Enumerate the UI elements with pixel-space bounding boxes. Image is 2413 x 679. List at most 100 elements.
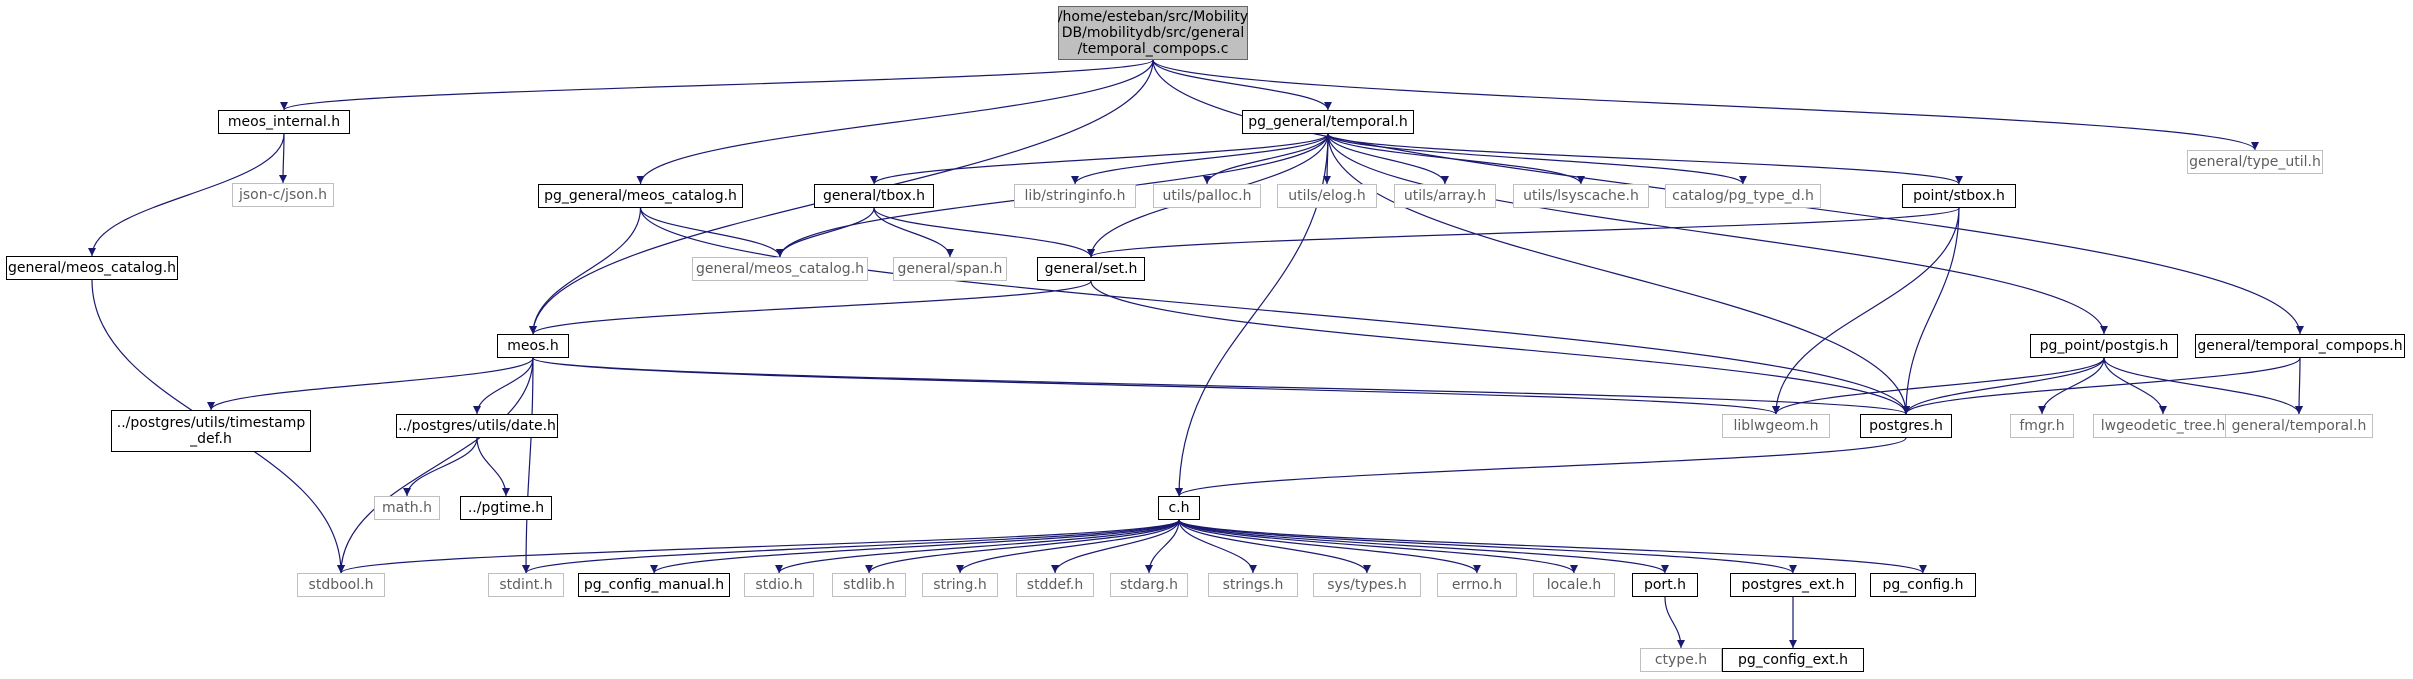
edge-meos-to-postgres [532, 357, 1910, 415]
edge-meos-to-stdbool [337, 357, 534, 574]
node-general-meos-catalog-h[interactable]: general/meos_catalog.h [6, 256, 178, 280]
node-ctype-h-undocumented: ctype.h [1640, 648, 1722, 672]
edge-c-to-pg_config_manual [650, 519, 1180, 574]
node-general-type-util-h-undocumented: general/type_util.h [2187, 150, 2323, 174]
edge-pg_temporal-to-array [1327, 133, 1449, 185]
edge-c-to-stdint [522, 519, 1180, 574]
edge-temporal_compops_h-to-postgres [1902, 357, 2301, 415]
edge-root-to-meos_internal [280, 59, 1154, 111]
edge-date-to-pgtime [476, 437, 510, 497]
edge-pg_temporal-to-lsyscache [1327, 133, 1585, 185]
edge-c-to-pg_config [1178, 519, 1927, 574]
node-stdbool-h-undocumented: stdbool.h [297, 573, 385, 597]
node-postgres-h[interactable]: postgres.h [1860, 414, 1952, 438]
edge-stbox-to-set [1087, 207, 1960, 258]
edge-stbox-to-postgres [1902, 207, 1960, 415]
edge-c-to-string [956, 519, 1180, 574]
edge-c-to-stddef [1051, 519, 1180, 574]
node-catalog-pg-type-d-h-undocumented: catalog/pg_type_d.h [1665, 184, 1821, 208]
edge-port-to-ctype [1664, 596, 1685, 649]
edge-meos-to-liblwgeom [532, 357, 1780, 415]
edge-set-to-postgres [1090, 280, 1910, 415]
edge-pg_temporal-to-postgres [1327, 133, 1910, 415]
node-general-meos-catalog-h-undocumented: general/meos_catalog.h [692, 257, 868, 281]
edge-pg_temporal-to-tbox [870, 133, 1329, 185]
node-pg-general-temporal-h[interactable]: pg_general/temporal.h [1242, 110, 1414, 134]
edge-root-to-pg_meos_catalog [636, 59, 1154, 185]
node-pg-config-ext-h[interactable]: pg_config_ext.h [1722, 648, 1864, 672]
edge-c-to-locale [1178, 519, 1578, 574]
node-pg-config-manual-h[interactable]: pg_config_manual.h [578, 573, 730, 597]
node-strings-h-undocumented: strings.h [1208, 573, 1298, 597]
node-general-set-h[interactable]: general/set.h [1037, 257, 1145, 281]
node-pgtime-h[interactable]: ../pgtime.h [460, 496, 552, 520]
node-lib-stringinfo-h-undocumented: lib/stringinfo.h [1014, 184, 1136, 208]
edge-pg_temporal-to-palloc [1203, 133, 1329, 185]
edge-root-to-type_util [1152, 59, 2259, 151]
edge-tbox-to-span [873, 207, 954, 258]
edge-set-to-meos [529, 280, 1092, 335]
node-postgres-utils-timestamp-def-h[interactable]: ../postgres/utils/timestamp _def.h [111, 410, 311, 452]
node-sys-types-h-undocumented: sys/types.h [1313, 573, 1421, 597]
edge-pg_temporal-to-stbox [1327, 133, 1963, 185]
node-meos-internal-h[interactable]: meos_internal.h [218, 110, 350, 134]
edge-meos-to-timestamp_def [207, 357, 534, 411]
edge-pg_meos_catalog-to-meos [529, 207, 642, 335]
edge-pg_postgis-to-postgres [1902, 357, 2105, 415]
edge-pg_meos_catalog-to-postgres [639, 207, 1910, 415]
edge-pg_postgis-to-lwgeodetic [2103, 357, 2167, 415]
node-general-span-h-undocumented: general/span.h [893, 257, 1007, 281]
node-postgres-ext-h[interactable]: postgres_ext.h [1730, 573, 1856, 597]
edge-meos_internal-to-general_meos_catalog_doc [88, 133, 285, 257]
edge-temporal_compops_h-to-general_temporal [2295, 357, 2304, 415]
edge-postgres-to-c [1175, 437, 1907, 497]
edge-c-to-stdbool [337, 519, 1180, 574]
node-errno-h-undocumented: errno.h [1437, 573, 1517, 597]
edge-pg_temporal-to-pg_type_d [1327, 133, 1747, 185]
edge-c-to-stdlib [865, 519, 1180, 574]
node-point-stbox-h[interactable]: point/stbox.h [1902, 184, 2016, 208]
node-stdint-h-undocumented: stdint.h [488, 573, 564, 597]
node-pg-general-meos-catalog-h[interactable]: pg_general/meos_catalog.h [538, 184, 743, 208]
node-stdlib-h-undocumented: stdlib.h [832, 573, 906, 597]
node-lwgeodetic-tree-h-undocumented: lwgeodetic_tree.h [2093, 414, 2233, 438]
node-port-h[interactable]: port.h [1632, 573, 1698, 597]
node-meos-h[interactable]: meos.h [497, 334, 569, 358]
node-utils-lsyscache-h-undocumented: utils/lsyscache.h [1513, 184, 1649, 208]
node-general-tbox-h[interactable]: general/tbox.h [814, 184, 934, 208]
node-math-h-undocumented: math.h [374, 496, 440, 520]
node-stdarg-h-undocumented: stdarg.h [1110, 573, 1188, 597]
node-liblwgeom-h-undocumented: liblwgeom.h [1722, 414, 1830, 438]
node-general-temporal-h-undocumented: general/temporal.h [2225, 414, 2373, 438]
node-c-h[interactable]: c.h [1158, 496, 1200, 520]
node-utils-palloc-h-undocumented: utils/palloc.h [1153, 184, 1261, 208]
node-json-c-json-h-undocumented: json-c/json.h [232, 183, 334, 207]
node-postgres-utils-date-h[interactable]: ../postgres/utils/date.h [396, 414, 558, 438]
node-general-temporal-compops-h[interactable]: general/temporal_compops.h [2195, 334, 2405, 358]
edge-c-to-errno [1178, 519, 1481, 574]
edge-c-to-stdarg [1145, 519, 1180, 574]
edge-c-to-systypes [1178, 519, 1371, 574]
edge-c-to-stdio [775, 519, 1180, 574]
edge-stbox-to-liblwgeom [1772, 207, 1960, 415]
edge-pg_postgis-to-general_temporal [2103, 357, 2303, 415]
edge-pg_postgis-to-fmgr [2038, 357, 2105, 415]
node-stdio-h-undocumented: stdio.h [744, 573, 814, 597]
edge-pg_temporal-to-elog [1323, 133, 1332, 185]
node-home-esteban-src-mobility-db-mobilitydb-src-general-temporal-compops-c: /home/esteban/src/Mobility DB/mobilitydb… [1058, 6, 1248, 60]
node-pg-point-postgis-h[interactable]: pg_point/postgis.h [2030, 334, 2178, 358]
edge-tbox-to-set [873, 207, 1095, 258]
node-stddef-h-undocumented: stddef.h [1016, 573, 1094, 597]
node-utils-elog-h-undocumented: utils/elog.h [1277, 184, 1377, 208]
node-pg-config-h[interactable]: pg_config.h [1870, 573, 1976, 597]
edge-pg_temporal-to-pg_postgis [1327, 133, 2108, 335]
edge-pg_meos_catalog-to-general_meos_catalog_undoc [639, 207, 784, 258]
node-string-h-undocumented: string.h [922, 573, 998, 597]
edge-c-to-strings [1178, 519, 1257, 574]
edge-tbox-to-general_meos_catalog_undoc [776, 207, 875, 258]
edge-c-to-port [1178, 519, 1669, 574]
edge-c-to-postgres_ext [1178, 519, 1797, 574]
node-locale-h-undocumented: locale.h [1533, 573, 1615, 597]
edge-root-to-pg_temporal [1152, 59, 1332, 111]
